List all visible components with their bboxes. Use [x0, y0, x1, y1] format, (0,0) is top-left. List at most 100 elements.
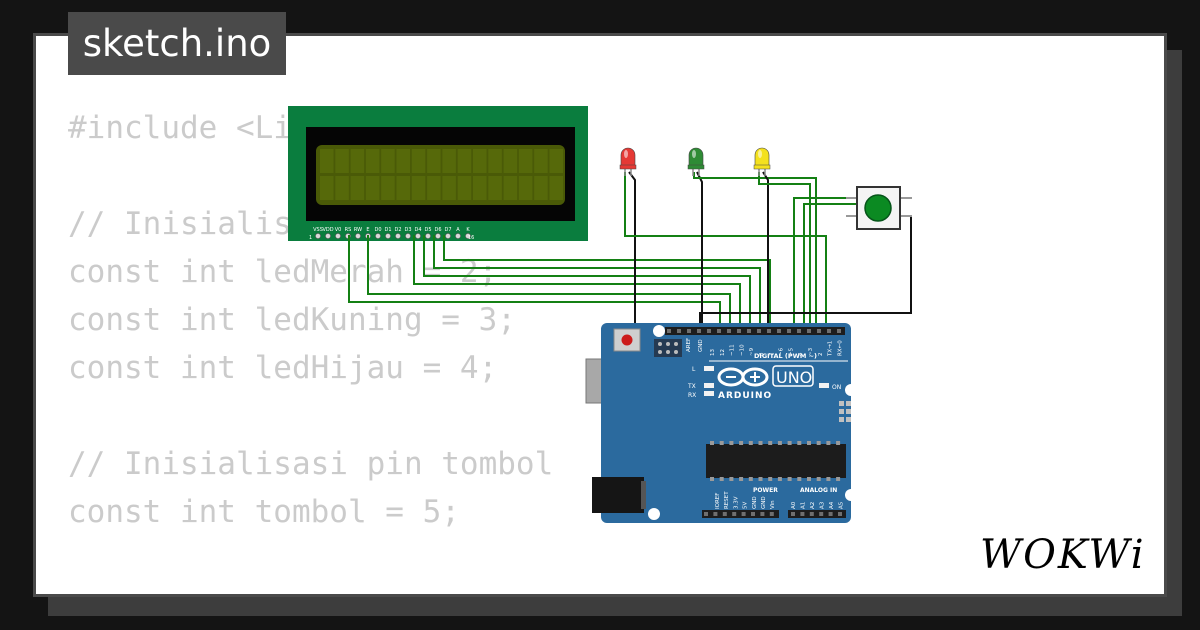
code-line: const int tombol = 5; — [68, 494, 460, 530]
lcd-cell — [503, 149, 518, 173]
lcd-pin[interactable] — [355, 233, 361, 239]
led-l-label: L — [692, 366, 696, 373]
sketch-title: sketch.ino — [68, 12, 286, 75]
analog-pin-label: A5 — [839, 501, 845, 509]
lcd-cell — [396, 149, 410, 173]
svg-text:WOKWi: WOKWi — [980, 532, 1146, 578]
on-label: ON — [832, 384, 841, 391]
lcd-cell — [381, 149, 395, 173]
power-pin-label: 5V — [743, 502, 749, 509]
rx-label: RX — [688, 392, 696, 399]
wire-yellow-gnd — [762, 171, 769, 330]
code-line: // Inisialisasi pin tombol — [68, 446, 554, 482]
power-pin-label: GND — [761, 496, 767, 509]
lcd-pin[interactable] — [315, 233, 321, 239]
code-line: const int ledMerah = 2; — [68, 254, 498, 290]
wire-lcd-d7 — [443, 235, 771, 330]
digital-pin-label: ~11 — [730, 344, 736, 356]
code-line: const int ledHijau = 4; — [68, 350, 498, 386]
lcd-pin[interactable] — [465, 233, 471, 239]
digital-label: DIGITAL (PWM ~) — [754, 352, 817, 360]
reset-button[interactable] — [621, 334, 633, 346]
icsp-header — [654, 339, 682, 357]
digital-pin-label: 13 — [710, 349, 716, 356]
code-line: const int ledKuning = 3; — [68, 302, 516, 338]
lcd-pin[interactable] — [325, 233, 331, 239]
power-pin-label: 3.3V — [733, 496, 739, 509]
digital-pin-label: ~3 — [808, 347, 814, 356]
lcd-pin-label: D2 — [394, 227, 401, 233]
digital-pin-label: ~6 — [779, 347, 785, 356]
lcd-pin-last: 16 — [468, 235, 474, 241]
lcd-pin[interactable] — [415, 233, 421, 239]
digital-pin-label: 12 — [720, 349, 726, 356]
digital-pin-label: 7 — [769, 352, 775, 356]
button-cap[interactable] — [864, 194, 892, 222]
atmega-chip — [706, 444, 846, 478]
arduino-infinity-icon — [717, 367, 769, 387]
lcd-cell — [549, 176, 563, 200]
code-line: #include <Li — [68, 110, 292, 146]
lcd-cell — [503, 176, 518, 200]
led-green[interactable] — [687, 147, 705, 176]
lcd-pin[interactable] — [375, 233, 381, 239]
lcd-pin[interactable] — [455, 233, 461, 239]
wire-lcd-e — [367, 235, 731, 330]
power-jack-front — [592, 477, 644, 513]
lcd-cell — [488, 149, 502, 173]
lcd-pin-label: D3 — [404, 227, 411, 233]
power-pin-label: GND — [752, 496, 758, 509]
lcd-cell — [473, 149, 487, 173]
wire-lcd-d4 — [413, 235, 741, 330]
lcd-cell — [365, 149, 380, 173]
wire-lcd-d5 — [423, 235, 751, 330]
lcd-pin-label: VSS — [313, 227, 323, 233]
power-header — [702, 510, 779, 518]
code-line: // Inisialis — [68, 206, 292, 242]
lcd-cell — [518, 149, 533, 173]
lcd-pin-label: RW — [354, 227, 362, 233]
led-yellow[interactable] — [753, 147, 771, 176]
digital-pin-label: 2 — [818, 353, 824, 357]
lcd-cell — [534, 149, 548, 173]
lcd-cell — [365, 176, 380, 200]
lcd-pin[interactable] — [385, 233, 391, 239]
lcd-pin[interactable] — [425, 233, 431, 239]
lcd-pin-label: D6 — [434, 227, 441, 233]
lcd-cell — [442, 176, 456, 200]
lcd-cell — [335, 149, 349, 173]
power-label: POWER — [753, 487, 778, 494]
lcd-pin[interactable] — [395, 233, 401, 239]
lcd-cell — [350, 149, 365, 173]
lcd-pin[interactable] — [445, 233, 451, 239]
lcd-pin[interactable] — [405, 233, 411, 239]
lcd-pin[interactable] — [335, 233, 341, 239]
lcd-pin-label: V0 — [335, 227, 342, 233]
aref-label: AREF — [686, 338, 692, 352]
lcd-cell — [534, 176, 548, 200]
uno-badge — [772, 365, 814, 387]
led-red[interactable] — [619, 147, 637, 176]
lcd-pin[interactable] — [435, 233, 441, 239]
digital-pin-label: 8 — [759, 352, 765, 356]
wire-button-signal — [793, 197, 857, 330]
tx-label: TX — [687, 383, 696, 390]
arduino-brand: ARDUINO — [718, 391, 772, 401]
wire-button-signal-2 — [803, 203, 857, 330]
wire-red-gnd — [628, 171, 636, 330]
lcd-pin-label: VDD — [322, 227, 333, 233]
lcd-pin-label: E — [366, 227, 369, 233]
power-pin-label: RESET — [724, 491, 730, 509]
push-button[interactable] — [846, 186, 912, 230]
code-preview: #include <Li // Inisialis const int ledMer… — [68, 104, 554, 594]
power-pin-label: IOREF — [715, 493, 721, 509]
digital-header — [665, 327, 845, 335]
wire-red-signal — [624, 172, 827, 330]
lcd-cell — [442, 149, 456, 173]
lcd-pin-label: A — [456, 227, 460, 233]
